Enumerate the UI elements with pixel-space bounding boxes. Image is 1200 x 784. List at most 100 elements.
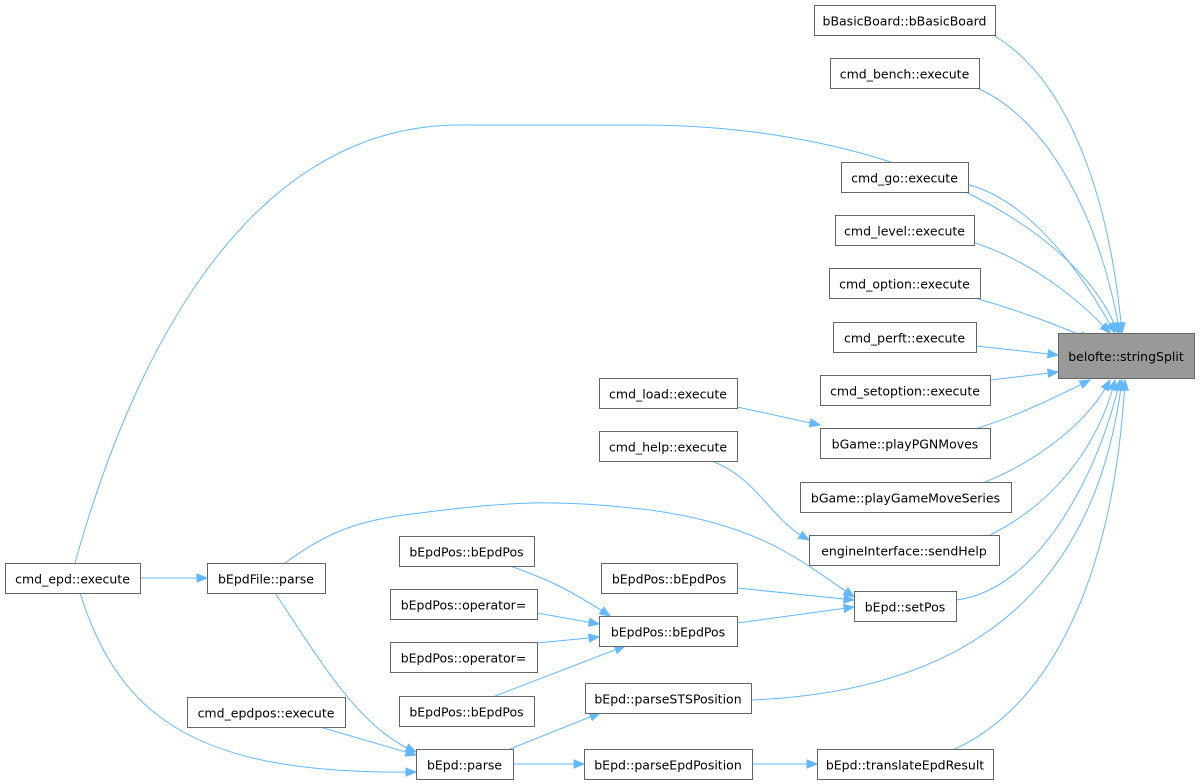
- node-label: bEpdPos::bEpdPos: [409, 705, 523, 720]
- edge-bench: [976, 87, 1121, 334]
- edge-level: [971, 241, 1111, 334]
- arrowhead-icon: [1099, 322, 1111, 334]
- node-box: [399, 696, 535, 727]
- node-option[interactable]: cmd_option::execute: [829, 268, 981, 299]
- node-epdpos[interactable]: cmd_epdpos::execute: [187, 697, 346, 728]
- node-go[interactable]: cmd_go::execute: [841, 162, 969, 193]
- node-box: [207, 563, 326, 594]
- node-translate[interactable]: bEpd::translateEpdResult: [817, 749, 994, 780]
- node-box: [833, 322, 977, 353]
- arrowhead-icon: [797, 530, 811, 541]
- edge-epd-parse: [509, 712, 601, 750]
- node-box: [817, 749, 994, 780]
- arrowhead-icon: [405, 767, 418, 777]
- node-level[interactable]: cmd_level::execute: [835, 215, 975, 246]
- arrowhead-icon: [587, 617, 601, 627]
- arrowhead-icon: [196, 573, 209, 583]
- node-label: cmd_epd::execute: [15, 572, 130, 587]
- node-bench[interactable]: cmd_bench::execute: [830, 58, 980, 89]
- node-label: bEpd::setPos: [865, 600, 945, 615]
- node-series[interactable]: bGame::playGameMoveSeries: [800, 482, 1012, 513]
- node-label: bEpdFile::parse: [218, 572, 314, 587]
- node-set-pos[interactable]: bEpd::setPos: [854, 591, 957, 622]
- node-epd-parse[interactable]: bEpd::parse: [416, 749, 514, 780]
- edge-sts: [750, 379, 1123, 701]
- node-epd-pos-right[interactable]: bEpdPos::bEpdPos: [601, 563, 738, 594]
- node-setoption[interactable]: cmd_setoption::execute: [820, 375, 991, 406]
- node-box: [599, 378, 738, 409]
- edge-epdpos: [319, 726, 417, 756]
- node-box: [829, 268, 981, 299]
- node-root[interactable]: belofte::stringSplit: [1058, 333, 1195, 379]
- edge-load: [736, 406, 821, 426]
- node-box: [599, 431, 738, 462]
- node-box: [835, 215, 975, 246]
- node-box: [599, 616, 738, 647]
- node-label: bEpd::parseSTSPosition: [594, 692, 741, 707]
- node-box: [601, 563, 738, 594]
- node-label: cmd_go::execute: [851, 171, 958, 186]
- node-label: cmd_bench::execute: [840, 67, 970, 82]
- node-label: engineInterface::sendHelp: [821, 544, 987, 559]
- edge-b-basic-board: [992, 34, 1123, 334]
- node-sts[interactable]: bEpd::parseSTSPosition: [585, 683, 752, 714]
- arrowhead-icon: [404, 747, 418, 757]
- node-box: [854, 591, 957, 622]
- node-box: [390, 642, 538, 673]
- node-label: cmd_setoption::execute: [830, 384, 980, 399]
- node-box: [841, 162, 969, 193]
- node-op1[interactable]: bEpdPos::operator=: [390, 589, 538, 620]
- node-box: [5, 563, 141, 594]
- node-box: [584, 749, 753, 780]
- arrowhead-icon: [808, 418, 822, 428]
- edge-epd-file-parse2: [274, 592, 417, 753]
- node-epd-pos-center[interactable]: bEpdPos::bEpdPos: [599, 616, 738, 647]
- node-epd-pos-bottom[interactable]: bEpdPos::bEpdPos: [399, 696, 535, 727]
- edge-translate: [954, 379, 1126, 750]
- node-send-help[interactable]: engineInterface::sendHelp: [809, 535, 1000, 566]
- arrowhead-icon: [842, 587, 856, 598]
- node-op2[interactable]: bEpdPos::operator=: [390, 642, 538, 673]
- node-epd-file-parse[interactable]: bEpdFile::parse: [207, 563, 326, 594]
- node-epd-pos-top[interactable]: bEpdPos::bEpdPos: [399, 536, 535, 567]
- node-label: cmd_help::execute: [609, 440, 728, 455]
- node-label: bEpdPos::operator=: [401, 598, 527, 613]
- node-load[interactable]: cmd_load::execute: [599, 378, 738, 409]
- node-box: [820, 428, 991, 459]
- edge-help: [711, 460, 810, 541]
- node-box: [809, 535, 1000, 566]
- node-label: cmd_load::execute: [609, 387, 727, 402]
- edge-epd-pos-center: [736, 606, 855, 624]
- node-perft[interactable]: cmd_perft::execute: [833, 322, 977, 353]
- node-label: bEpd::parseEpdPosition: [594, 758, 742, 773]
- node-help[interactable]: cmd_help::execute: [599, 431, 738, 462]
- node-box: [390, 589, 538, 620]
- node-b-basic-board[interactable]: bBasicBoard::bBasicBoard: [814, 5, 996, 36]
- node-cmd-epd[interactable]: cmd_epd::execute: [5, 563, 141, 594]
- arrowhead-icon: [588, 712, 602, 722]
- edge-cmd-epd3: [79, 592, 417, 773]
- node-box: [585, 683, 752, 714]
- node-label: cmd_epdpos::execute: [198, 706, 335, 721]
- edge-play-p-g-n: [974, 379, 1091, 430]
- node-box: [187, 697, 346, 728]
- arrowhead-icon: [598, 606, 612, 617]
- node-box: [399, 536, 535, 567]
- node-parse-epd-pos[interactable]: bEpd::parseEpdPosition: [584, 749, 753, 780]
- edge-set-pos: [955, 379, 1121, 601]
- node-play-p-g-n[interactable]: bGame::playPGNMoves: [820, 428, 991, 459]
- node-label: belofte::stringSplit: [1068, 349, 1184, 364]
- node-box: [1058, 333, 1195, 379]
- node-label: cmd_option::execute: [839, 277, 970, 292]
- arrowhead-icon: [1105, 321, 1116, 335]
- arrowhead-icon: [842, 603, 856, 614]
- edge-cmd-epd: [74, 124, 1119, 564]
- arrowhead-icon: [573, 759, 586, 769]
- node-label: bEpd::parse: [427, 758, 502, 773]
- edge-epd-pos-bottom: [494, 645, 626, 697]
- node-label: bEpd::translateEpdResult: [826, 758, 984, 773]
- edge-epd-pos-right: [736, 587, 855, 601]
- arrowhead-icon: [1100, 378, 1111, 392]
- node-label: bEpdPos::bEpdPos: [611, 625, 725, 640]
